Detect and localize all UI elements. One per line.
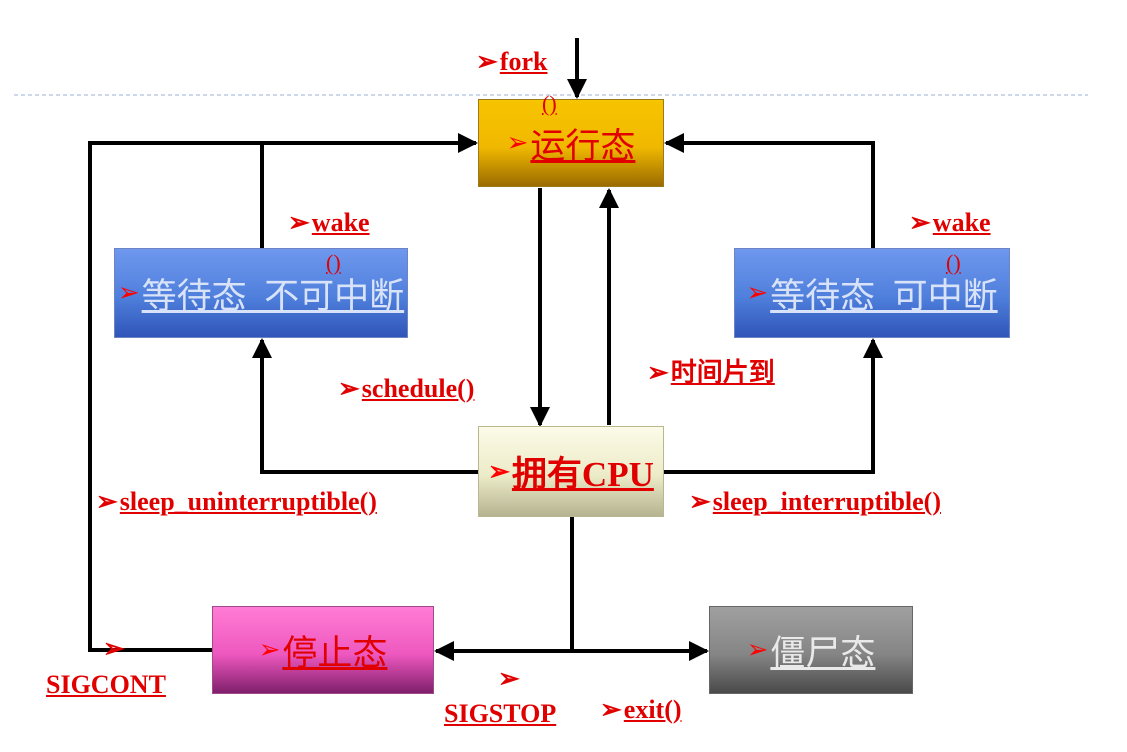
transition-schedule-text: schedule()	[361, 374, 475, 403]
state-running: ➢运行态	[478, 99, 664, 187]
bullet-icon: ➢	[488, 456, 510, 486]
bullet-icon: ➢	[117, 278, 140, 307]
state-zombie: ➢僵尸态	[709, 606, 913, 694]
transition-timeslice: ➢时间片到	[647, 360, 775, 386]
state-stopped: ➢停止态	[212, 606, 434, 694]
transition-timeslice-text: 时间片到	[670, 358, 775, 387]
transition-wake-left-paren: ()	[326, 250, 341, 275]
transition-sleep-uninterruptible: ➢sleep_uninterruptible()	[96, 489, 377, 515]
bullet-icon: ➢	[506, 128, 529, 157]
transition-exit-text: exit()	[623, 695, 682, 724]
transition-fork-text: fork	[499, 47, 548, 76]
transition-fork: ➢fork	[476, 49, 547, 75]
arrow-sigcont	[88, 133, 478, 652]
arrow-sleep-interruptible	[664, 338, 883, 474]
bullet-icon: ➢	[498, 664, 520, 693]
transition-sigstop: SIGSTOP	[444, 701, 556, 727]
state-zombie-label: 僵尸态	[770, 633, 876, 673]
state-wait-interruptible: ➢等待态_可中断	[734, 248, 1010, 338]
bullet-icon: ➢	[258, 635, 281, 664]
state-running-label: 运行态	[530, 126, 636, 166]
transition-schedule: ➢schedule()	[338, 376, 474, 402]
transition-sigstop-bullet: ➢	[498, 666, 522, 692]
transition-sigstop-text: SIGSTOP	[444, 699, 557, 728]
state-wait-interruptible-label: 等待态_可中断	[770, 276, 998, 316]
state-wait-uninterruptible: ➢等待态_不可中断	[114, 248, 408, 338]
bullet-icon: ➢	[746, 278, 769, 307]
bullet-icon: ➢	[600, 695, 622, 724]
bullet-icon: ➢	[909, 208, 931, 237]
arrow-wake-right	[664, 133, 875, 248]
transition-sleep-uninterruptible-text: sleep_uninterruptible()	[119, 487, 377, 516]
bullet-icon: ➢	[103, 634, 125, 663]
transition-wake-left: ➢wake	[288, 210, 370, 236]
transition-exit: ➢exit()	[600, 697, 682, 723]
transition-wake-left-text: wake	[311, 208, 370, 237]
bullet-icon: ➢	[647, 358, 669, 387]
transition-fork-paren: ()	[542, 91, 557, 116]
transition-wake-right-text: wake	[932, 208, 991, 237]
bullet-icon: ➢	[689, 487, 711, 516]
transition-wake-right-paren: ()	[946, 250, 961, 275]
bullet-icon: ➢	[746, 635, 769, 664]
transition-sigcont-text: SIGCONT	[46, 670, 166, 699]
transition-sigcont-bullet: ➢	[103, 636, 127, 662]
bullet-icon: ➢	[338, 374, 360, 403]
bullet-icon: ➢	[96, 487, 118, 516]
transition-wake-right: ➢wake	[909, 210, 991, 236]
arrow-sleep-uninterruptible	[252, 338, 478, 474]
transition-sleep-interruptible-text: sleep_interruptible()	[712, 487, 941, 516]
transition-sleep-interruptible: ➢sleep_interruptible()	[689, 489, 941, 515]
state-own-cpu: ➢拥有CPU	[478, 426, 664, 517]
state-wait-uninterruptible-label: 等待态_不可中断	[141, 276, 405, 316]
bullet-icon: ➢	[476, 47, 498, 76]
state-stopped-label: 停止态	[282, 633, 388, 673]
state-own-cpu-label: 拥有CPU	[511, 455, 654, 494]
transition-sigcont: SIGCONT	[46, 672, 166, 698]
bullet-icon: ➢	[288, 208, 310, 237]
